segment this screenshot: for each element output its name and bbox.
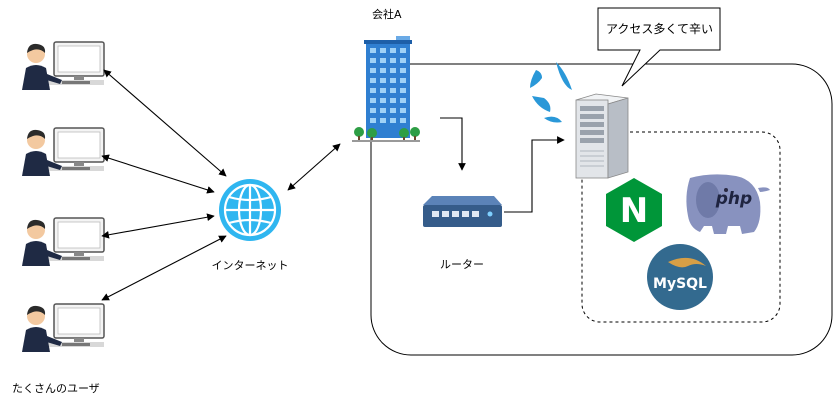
building-icon (352, 36, 420, 142)
router-label: ルーター (440, 258, 484, 271)
arrow-user2-internet (101, 154, 215, 194)
arrow-internet-building (287, 143, 341, 191)
bubble-text: アクセス多くて辛い (606, 22, 713, 36)
nginx-logo: N (606, 178, 662, 242)
company-label: 会社A (372, 7, 402, 21)
users-label: たくさんのユーザ (12, 382, 100, 395)
globe-icon (219, 179, 281, 241)
arrow-router-server (504, 136, 565, 213)
server-stack-boundary (581, 131, 781, 323)
arrow-user1-internet (103, 69, 227, 177)
company-boundary (370, 63, 833, 356)
speech-bubble: アクセス多くて辛い (597, 7, 721, 87)
router-icon (423, 196, 502, 227)
nginx-letter: N (620, 191, 648, 231)
mysql-text: MySQL (653, 276, 707, 292)
php-elephant-logo: php (686, 174, 770, 234)
server-icon (575, 93, 629, 179)
arrow-building-router (440, 117, 466, 171)
user-3 (21, 217, 105, 267)
mysql-logo: MySQL (647, 244, 713, 310)
user-4 (21, 303, 105, 353)
water-drops-icon (530, 62, 572, 123)
user-1 (21, 41, 105, 91)
internet-label: インターネット (212, 259, 289, 272)
arrow-user4-internet (101, 235, 227, 301)
php-text: php (715, 189, 752, 209)
arrow-user3-internet (101, 213, 215, 239)
user-2 (21, 127, 105, 177)
